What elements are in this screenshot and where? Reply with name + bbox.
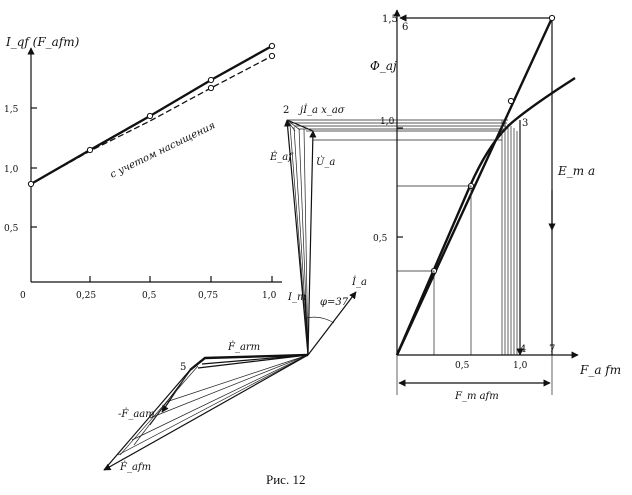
- phi-arc: [305, 316, 335, 324]
- vector-u-a: [307, 130, 317, 356]
- u-a-label: U̇_a: [316, 156, 335, 168]
- right-chart: 1,5 6 Φ_aj 1,0 0,5 3 E_m a 0,5 1,0 4 7 F…: [370, 9, 621, 402]
- f-afm-label: Ḟ_afm: [119, 461, 151, 473]
- left-y-tick-05: 0,5: [4, 224, 19, 234]
- air-gap-line: [395, 17, 554, 356]
- x-tick-05: 0,5: [455, 361, 470, 371]
- i-m-label: I_m: [287, 292, 306, 303]
- e-ma-label: E_m a: [557, 164, 595, 178]
- curve-marker: [507, 97, 515, 105]
- left-ylabel: I_qf (F_afm): [5, 35, 80, 49]
- left-marker: [207, 84, 215, 92]
- curve-marker: [548, 14, 556, 22]
- left-marker: [27, 180, 35, 188]
- point-6-label: 6: [402, 22, 408, 33]
- f-arm-label: Ḟ_arm: [227, 341, 260, 353]
- right-xlabel: F_a fm: [579, 363, 621, 377]
- figure-caption: Рис. 12: [266, 472, 305, 487]
- vector-diagram: jİ_a x_aσ 2 Ė_af U̇_a I_m φ=37 İ_a Ḟ_arm…: [103, 104, 508, 473]
- right-ylabel: Φ_aj: [370, 59, 397, 73]
- point-7-label: 7: [549, 344, 555, 355]
- point-3-label: 3: [522, 118, 528, 129]
- left-dashed-curve: [30, 55, 273, 185]
- vector-i-a: [307, 291, 357, 356]
- left-x-tick-05: 0,5: [142, 291, 157, 301]
- jix-label: jİ_a x_aσ: [298, 104, 346, 116]
- left-marker: [207, 76, 215, 84]
- right-tick-10: 1,0: [380, 117, 395, 127]
- right-tick-05: 0,5: [373, 234, 388, 244]
- left-x-tick-10: 1,0: [262, 291, 277, 301]
- vector-f-arm: [189, 353, 309, 371]
- left-x-tick-0: 0: [20, 291, 26, 301]
- i-a-label: İ_a: [351, 276, 367, 288]
- point-4-label: 4: [520, 344, 526, 355]
- point-5-label: 5: [180, 362, 186, 373]
- left-marker: [86, 146, 94, 154]
- phi-label: φ=37: [320, 297, 349, 308]
- left-marker: [146, 112, 154, 120]
- left-marker: [268, 52, 276, 60]
- left-marker: [268, 42, 276, 50]
- left-y-tick-15: 1,5: [4, 105, 19, 115]
- vector-f-afm: [103, 354, 309, 471]
- e-af-label: Ė_af: [269, 151, 294, 163]
- vector-i-m: [304, 294, 309, 356]
- point-2-label: 2: [283, 105, 289, 116]
- right-top-tick: 1,5: [382, 14, 398, 25]
- left-x-tick-075: 0,75: [198, 291, 218, 301]
- f-aam-label: -Ḟ_aam: [118, 408, 155, 420]
- left-chart: I_qf (F_afm) 0,5 1,0 1,5 0 0,25 0,5 0,75…: [4, 35, 282, 301]
- left-x-tick-025: 0,25: [76, 291, 96, 301]
- magnetization-curve: [395, 77, 576, 356]
- x-tick-10: 1,0: [513, 361, 528, 371]
- left-y-tick-10: 1,0: [4, 165, 19, 175]
- bottom-label: F_m afm: [454, 391, 499, 402]
- vector-e-af: [283, 119, 309, 356]
